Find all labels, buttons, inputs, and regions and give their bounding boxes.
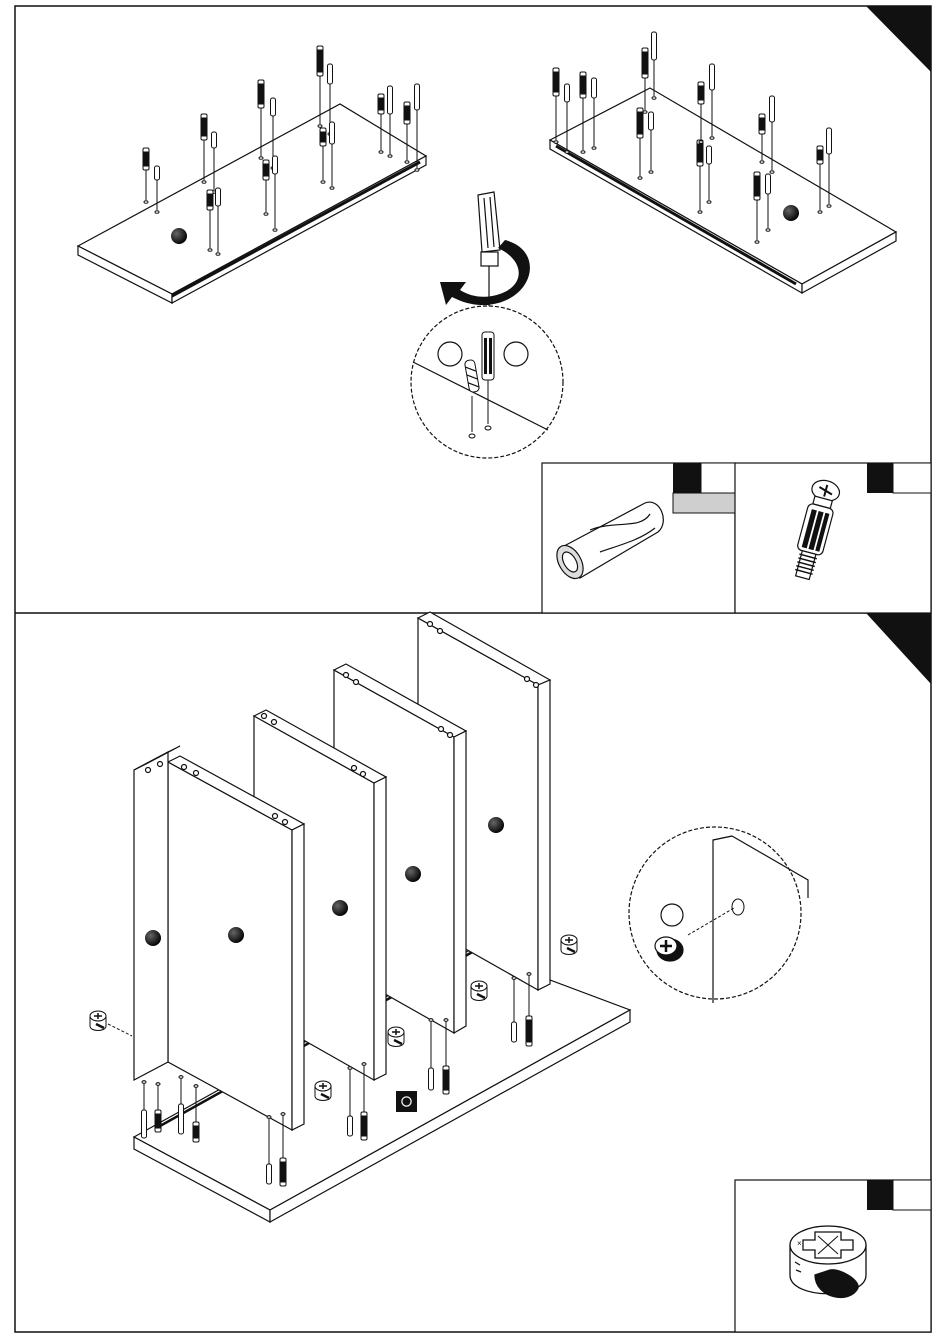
detail-view-cam-lock bbox=[629, 827, 808, 1003]
step-2-corner-marker bbox=[866, 613, 931, 684]
hole-marker bbox=[783, 205, 799, 221]
part-qty-box bbox=[893, 463, 931, 493]
step-1-corner-marker bbox=[866, 6, 931, 72]
cam-bolt-icon bbox=[201, 114, 207, 183]
board-right bbox=[550, 88, 896, 293]
part-box-dowel bbox=[542, 463, 735, 613]
part-qty-box-black bbox=[673, 463, 701, 493]
cam-lock-icon bbox=[315, 1081, 331, 1101]
svg-text:×: × bbox=[797, 1239, 802, 1248]
cam-lock-icon bbox=[90, 1011, 106, 1031]
part-qty-box bbox=[893, 1180, 931, 1210]
board-left bbox=[78, 104, 426, 303]
leader-line bbox=[108, 1024, 132, 1036]
cam-lock-icon bbox=[561, 935, 577, 955]
wood-dowel-icon bbox=[179, 1075, 184, 1134]
cam-bolt-icon bbox=[143, 148, 149, 203]
part-box-cam-bolt bbox=[735, 463, 931, 613]
part-qty-box-black bbox=[867, 463, 893, 493]
step-1-panel bbox=[78, 6, 931, 613]
cam-lock-icon bbox=[471, 981, 487, 1001]
cam-lock-icon: × bbox=[790, 1226, 866, 1297]
part-qty-box bbox=[701, 463, 735, 493]
part-qty-box-black bbox=[867, 1180, 893, 1210]
part-box-cam-lock: × bbox=[735, 1180, 931, 1332]
cam-lock-icon bbox=[388, 1027, 404, 1047]
hole-marker bbox=[171, 228, 187, 244]
cam-bolt-icon bbox=[553, 68, 559, 143]
detail-view-dowel-bolt bbox=[411, 306, 563, 458]
cam-bolt-icon bbox=[155, 1082, 161, 1132]
step-2-panel: × bbox=[90, 612, 931, 1332]
part-color-swatch bbox=[673, 493, 735, 513]
wood-dowel-icon bbox=[142, 1080, 147, 1138]
